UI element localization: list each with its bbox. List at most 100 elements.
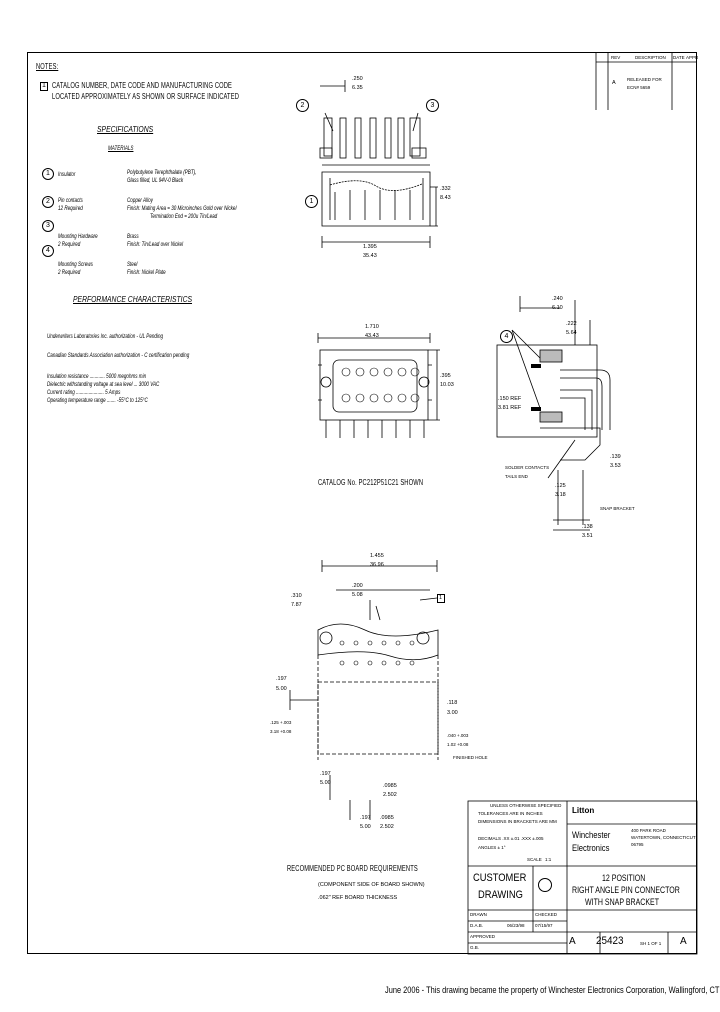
dim-pcb-hole4: 1.02 +0.08 [447, 742, 469, 747]
address-1: 400 PARK ROAD [631, 828, 666, 833]
dim-pcb-h1: .0985 [380, 815, 394, 821]
spec-3-desc2: Finish: Tin/Lead over Nickel [127, 241, 184, 248]
spec-3-name: Mounting Hardware [58, 233, 98, 240]
sheet-number: SH 1 OF 1 [640, 941, 662, 946]
title-line-1: 12 POSITION [602, 873, 646, 883]
rev-desc-1: RELEASED FOR [627, 77, 662, 82]
note-line-2: LOCATED APPROXIMATELY AS SHOWN OR SURFAC… [52, 92, 240, 101]
spec-1-desc2: Glass filled, UL 94V-0 Black [127, 177, 184, 184]
pcb-sub-2: .062" REF BOARD THICKNESS [318, 895, 398, 901]
dim-pcb-f1: .0985 [383, 783, 397, 789]
dim-top-a2: 6.35 [352, 85, 363, 91]
spec-3-desc1: Brass [127, 233, 139, 240]
callout-3-top: 3 [426, 99, 439, 112]
spec-1-desc1: Polybutylene Terephthalate (PBT), [127, 169, 197, 176]
notes-title: NOTES: [36, 62, 59, 71]
spec-4-qty: 2 Required [58, 269, 81, 276]
dim-pcb-h2: 2.502 [380, 824, 394, 830]
drawn-date: 06/23/98 [507, 923, 525, 928]
dim-pcb-g1: .197 [360, 815, 371, 821]
footer-note: June 2006 - This drawing became the prop… [385, 985, 720, 996]
dim-front-w1: 1.710 [365, 324, 379, 330]
performance-ul: Underwriters Laboratories Inc. authoriza… [47, 333, 164, 340]
tol-2: DIMENSIONS IN BRACKETS ARE MM [478, 819, 557, 824]
tails-end-label: TAILS END [505, 474, 528, 479]
dim-front-h2: 10.03 [440, 382, 454, 388]
callout-2-top: 2 [296, 99, 309, 112]
dim-pcb-w2: 36.96 [370, 562, 384, 568]
dim-side-bot4: 3.18 [555, 492, 566, 498]
dim-pcb-b2: 7.87 [291, 602, 302, 608]
dim-side-3: 5.64 [566, 330, 577, 336]
dim-side-h1: .332 [440, 186, 451, 192]
spec-2-name: Pin contacts [58, 197, 83, 204]
dim-pcb-f2: 2.502 [383, 792, 397, 798]
dim-side-2: .222 [566, 321, 577, 327]
drawing-number: 25423 [596, 935, 624, 947]
company-division-1: Winchester [572, 830, 611, 840]
performance-title: PERFORMANCE CHARACTERISTICS [73, 294, 193, 304]
note-number-box [40, 82, 48, 91]
connector-front-view [317, 333, 440, 438]
specifications-title: SPECIFICATIONS [97, 124, 154, 134]
pcb-caption: RECOMMENDED PC BOARD REQUIREMENTS [287, 864, 418, 873]
spec-4-name: Mounting Screws [58, 261, 93, 268]
connector-side-view [496, 296, 611, 531]
title-block-lines [467, 800, 698, 955]
dim-side-mid1: .150 REF [498, 396, 522, 402]
dim-pcb-g2: 5.00 [360, 824, 371, 830]
spec-callout-1: 1 [42, 168, 54, 180]
spec-4-desc1: Steel [127, 261, 138, 268]
dim-pcb-d2: 3.00 [447, 710, 458, 716]
dim-pcb-c1: .197 [276, 676, 287, 682]
dim-side-h2: 8.43 [440, 195, 451, 201]
dim-side-mid2: 3.81 REF [498, 405, 522, 411]
scale-value: 1:1 [545, 857, 552, 862]
dim-side-bot6: 3.51 [582, 533, 593, 539]
spec-callout-4: 4 [42, 245, 54, 257]
dim-pcb-a1: .200 [352, 583, 363, 589]
checked-label: CHECKED [535, 912, 558, 917]
dim-top-a1: .250 [352, 76, 363, 82]
dim-pcb-hole3: .040 +.003 [447, 733, 469, 738]
dim-front-h1: .395 [440, 373, 451, 379]
dim-pcb-a2: 5.08 [352, 592, 363, 598]
dim-pcb-w1: 1.455 [370, 553, 384, 559]
drawn-by: D.A.B. [470, 923, 484, 928]
note-flag-box [437, 594, 445, 603]
solder-contacts-label: SOLDER CONTACTS [505, 465, 550, 470]
title-rev-letter: A [680, 936, 687, 947]
rev-desc-2: ECN# 5659 [627, 85, 651, 90]
dim-width2: 35.43 [363, 253, 377, 259]
tol-1: TOLERANCES ARE IN INCHES [478, 811, 543, 816]
note-number: 1 [42, 82, 46, 89]
catalog-caption: CATALOG No. PC212P51C21 SHOWN [318, 478, 424, 487]
dim-front-w2: 43.43 [365, 333, 379, 339]
title-line-2: RIGHT ANGLE PIN CONNECTOR [572, 885, 680, 895]
spec-3-qty: 2 Required [58, 241, 81, 248]
scale-label: SCALE [527, 857, 542, 862]
rev-letter: A [612, 80, 616, 86]
performance-csa: Canadian Standards Association authoriza… [47, 352, 190, 359]
checked-date: 07/15/97 [535, 923, 553, 928]
connector-top-view [319, 80, 438, 248]
pcb-layout-view [289, 560, 439, 820]
tol-4: ANGLES ± 1° [478, 845, 506, 850]
spec-2-desc2: Finish: Mating Area = 30 Microinches Gol… [127, 205, 237, 212]
pcb-sub-1: (COMPONENT SIDE OF BOARD SHOWN) [318, 882, 425, 888]
finished-hole-label: FINISHED HOLE [453, 755, 488, 760]
projection-symbol-icon [538, 878, 552, 892]
dim-pcb-hole1: .125 +.003 [270, 720, 292, 725]
tol-3: DECIMALS .XX ±.01 .XXX ±.005 [478, 836, 544, 841]
drawing-sheet [27, 52, 697, 954]
approved-label: APPROVED [470, 934, 496, 939]
address-2: WATERTOWN, CONNECTICUT [631, 835, 696, 840]
materials-title: MATERIALS [108, 145, 134, 152]
spec-2-qty: 12 Required [58, 205, 83, 212]
note-line-1: CATALOG NUMBER, DATE CODE AND MANUFACTUR… [52, 81, 233, 90]
dim-side-bot1: .139 [610, 454, 621, 460]
dim-side-top2: 6.10 [552, 305, 563, 311]
title-line-3: WITH SNAP BRACKET [585, 897, 659, 907]
size-letter: A [569, 936, 576, 947]
snap-bracket-label: SNAP BRACKET [600, 506, 635, 511]
